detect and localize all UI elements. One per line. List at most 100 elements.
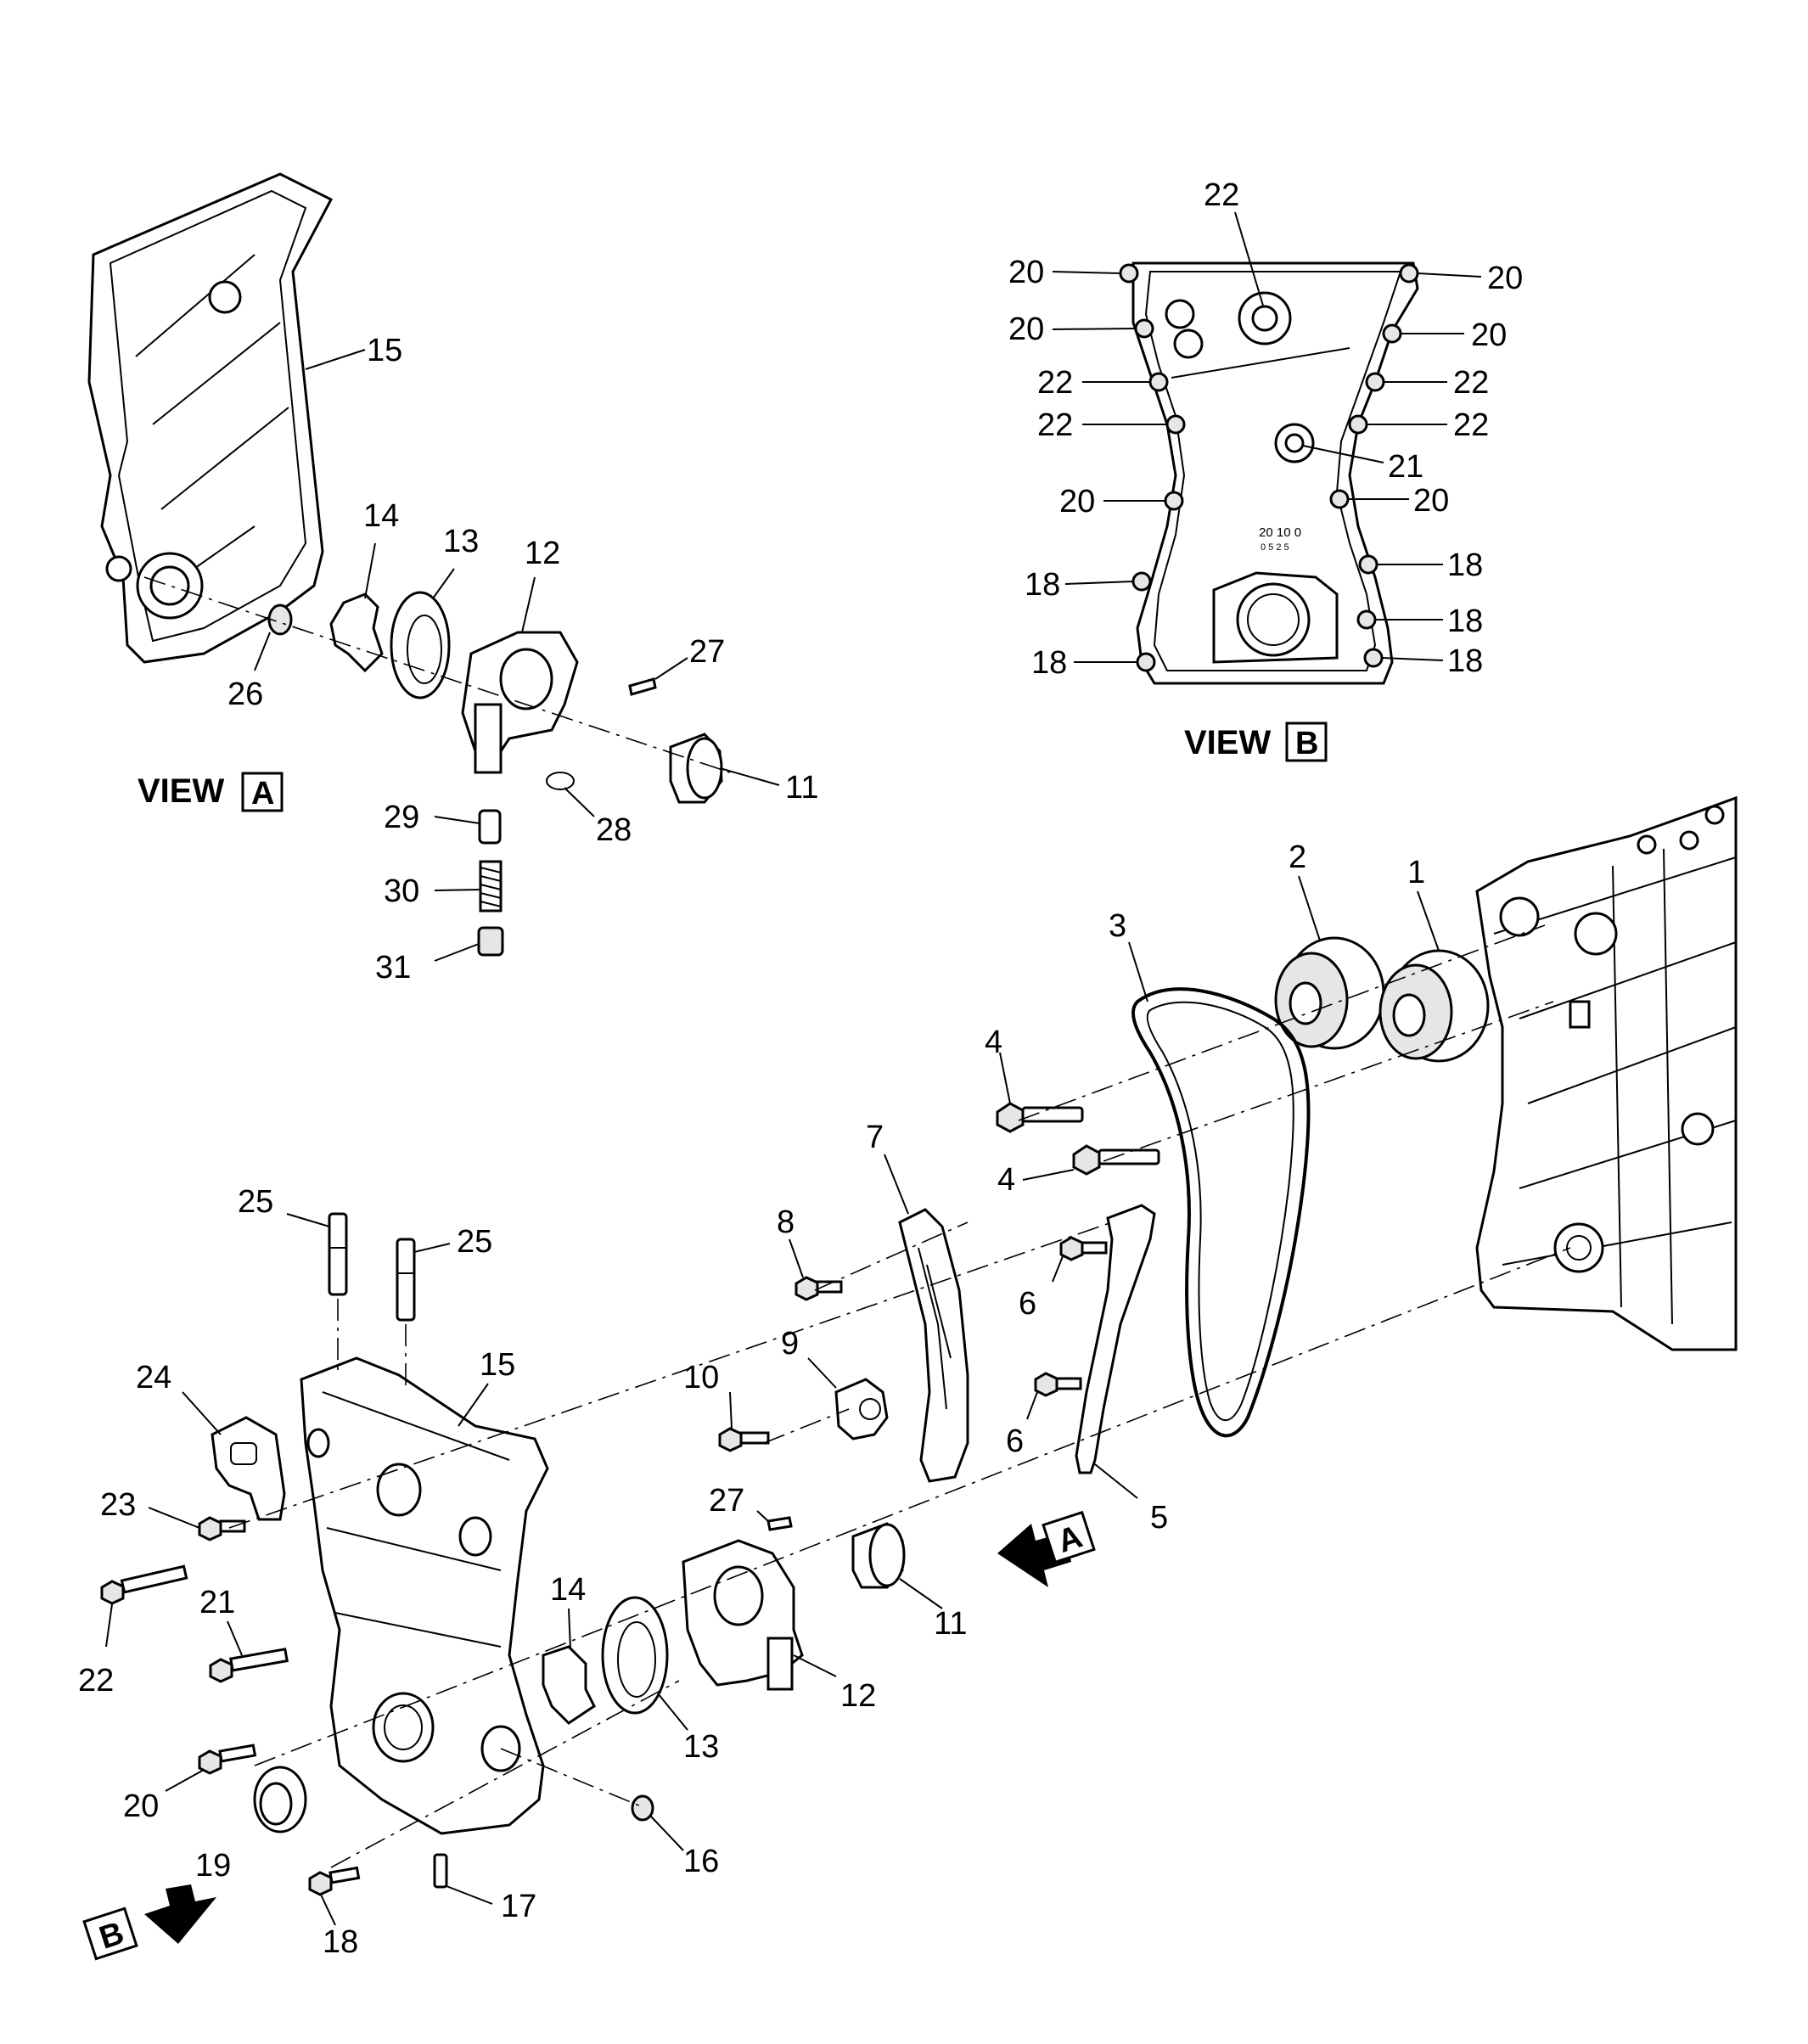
view-b-stamp-line2: 0 5 2 5 bbox=[1261, 542, 1289, 553]
callout-15: 15 bbox=[480, 1347, 515, 1383]
view-b-callout-left-1: 20 bbox=[1008, 255, 1044, 290]
view-a-callout-15: 15 bbox=[367, 333, 402, 368]
view-a-callout-13: 13 bbox=[443, 524, 479, 559]
view-b-callout-top-22: 22 bbox=[1204, 177, 1239, 213]
view-b-cover-outline bbox=[1131, 261, 1419, 685]
view-a-callout-14: 14 bbox=[363, 498, 399, 534]
callout-11: 11 bbox=[934, 1606, 967, 1642]
view-a-screw-27 bbox=[628, 677, 657, 696]
view-a-spring-30 bbox=[479, 860, 503, 912]
callout-20: 20 bbox=[123, 1788, 159, 1824]
view-b-callout-right-2: 20 bbox=[1471, 317, 1507, 353]
view-b-callout-right-8: 18 bbox=[1447, 604, 1483, 639]
view-b-callout-right-9: 18 bbox=[1447, 643, 1483, 679]
view-a-piston-29 bbox=[478, 809, 502, 845]
view-a-callout-31: 31 bbox=[375, 950, 411, 986]
callout-16: 16 bbox=[683, 1844, 719, 1879]
tensioner-arm-7 bbox=[898, 1208, 969, 1483]
callout-6-lower: 6 bbox=[1006, 1424, 1024, 1459]
callout-12: 12 bbox=[840, 1678, 876, 1714]
view-a-callout-29: 29 bbox=[384, 800, 419, 835]
bolt-22 bbox=[100, 1564, 188, 1605]
callout-1: 1 bbox=[1407, 855, 1425, 890]
callout-4-lower: 4 bbox=[997, 1162, 1015, 1198]
view-b-callout-right-5: 21 bbox=[1388, 449, 1423, 485]
callout-13: 13 bbox=[683, 1729, 719, 1765]
callout-10: 10 bbox=[683, 1360, 719, 1395]
chain-guide-5 bbox=[1075, 1204, 1156, 1474]
callout-21: 21 bbox=[199, 1585, 235, 1620]
callout-23: 23 bbox=[100, 1487, 136, 1523]
camshaft-sprocket-1 bbox=[1378, 949, 1490, 1063]
callout-25-right: 25 bbox=[457, 1224, 492, 1260]
guide-bolt-lower bbox=[1034, 1372, 1082, 1397]
bolt-21 bbox=[209, 1648, 289, 1683]
outer-rotor-13 bbox=[601, 1596, 669, 1715]
view-a-seal-26 bbox=[267, 604, 293, 636]
view-a-title: VIEW bbox=[138, 772, 224, 810]
callout-18: 18 bbox=[323, 1924, 358, 1960]
view-a-callout-11: 11 bbox=[785, 770, 818, 806]
view-b-callout-left-4: 22 bbox=[1037, 407, 1073, 443]
tensioner-bolt-10 bbox=[718, 1427, 770, 1452]
view-a-group: 15 14 13 12 27 26 11 28 29 30 31 VIEW A bbox=[87, 172, 818, 986]
callout-9: 9 bbox=[781, 1326, 799, 1362]
bolt-23 bbox=[198, 1516, 246, 1541]
inner-rotor-14 bbox=[542, 1645, 596, 1725]
callout-17: 17 bbox=[501, 1889, 536, 1924]
callout-2: 2 bbox=[1289, 840, 1306, 875]
view-b-callout-right-3: 22 bbox=[1453, 365, 1489, 401]
view-b-callout-right-7: 18 bbox=[1447, 548, 1483, 583]
view-b-letter: B bbox=[1295, 726, 1318, 761]
callout-22: 22 bbox=[78, 1663, 114, 1699]
callout-14: 14 bbox=[550, 1572, 586, 1608]
view-a-callout-27: 27 bbox=[689, 634, 725, 670]
callout-4-upper: 4 bbox=[985, 1025, 1002, 1060]
callout-25-left: 25 bbox=[238, 1184, 273, 1220]
bolt-20 bbox=[198, 1744, 257, 1775]
chain-tensioner-9 bbox=[834, 1378, 889, 1440]
callout-6-upper: 6 bbox=[1019, 1286, 1036, 1322]
view-b-group: 20 10 0 0 5 2 5 bbox=[1008, 177, 1523, 762]
view-b-callout-left-2: 20 bbox=[1008, 312, 1044, 347]
view-a-plug-31 bbox=[477, 926, 504, 957]
oil-seal-19 bbox=[253, 1766, 307, 1833]
bolt-18 bbox=[308, 1866, 361, 1896]
view-a-inner-rotor bbox=[329, 592, 384, 673]
dowel-pin-25-right bbox=[396, 1238, 416, 1322]
camshaft-sprocket-2 bbox=[1274, 936, 1385, 1050]
view-a-callout-28: 28 bbox=[596, 812, 632, 848]
view-b-callout-left-3: 22 bbox=[1037, 365, 1073, 401]
timing-chain bbox=[1131, 987, 1311, 1438]
view-a-callout-30: 30 bbox=[384, 873, 419, 909]
callout-3: 3 bbox=[1109, 908, 1126, 944]
callout-24: 24 bbox=[136, 1360, 171, 1395]
view-a-callout-12: 12 bbox=[525, 536, 560, 571]
callout-27: 27 bbox=[709, 1483, 744, 1519]
view-a-letter: A bbox=[251, 776, 274, 811]
view-a-oring-28 bbox=[546, 772, 575, 790]
view-b-letter-box bbox=[1285, 722, 1328, 762]
view-a-callout-26: 26 bbox=[227, 677, 263, 712]
callout-8: 8 bbox=[777, 1204, 795, 1240]
view-b-callout-left-6: 18 bbox=[1025, 567, 1060, 603]
direction-arrow-b: B bbox=[82, 1884, 216, 1961]
oil-pump-12 bbox=[682, 1539, 804, 1691]
guide-bolt-upper bbox=[1059, 1236, 1108, 1261]
callout-5: 5 bbox=[1150, 1500, 1168, 1536]
callout-7: 7 bbox=[866, 1120, 884, 1155]
view-b-stamp-line1: 20 10 0 bbox=[1259, 525, 1301, 540]
view-a-timing-cover bbox=[87, 172, 334, 664]
dowel-pin-25-left bbox=[328, 1212, 348, 1296]
engine-block bbox=[1475, 795, 1738, 1351]
view-b-callout-right-1: 20 bbox=[1487, 261, 1523, 296]
camshaft-bolt-lower bbox=[1072, 1144, 1160, 1176]
callout-19: 19 bbox=[195, 1848, 231, 1884]
view-b-callout-right-6: 20 bbox=[1413, 483, 1449, 519]
arm-bolt-8 bbox=[795, 1276, 843, 1301]
view-b-title: VIEW bbox=[1184, 724, 1271, 761]
view-b-callout-left-5: 20 bbox=[1059, 484, 1095, 519]
dowel-pin-17 bbox=[433, 1853, 448, 1889]
view-b-callout-right-4: 22 bbox=[1453, 407, 1489, 443]
